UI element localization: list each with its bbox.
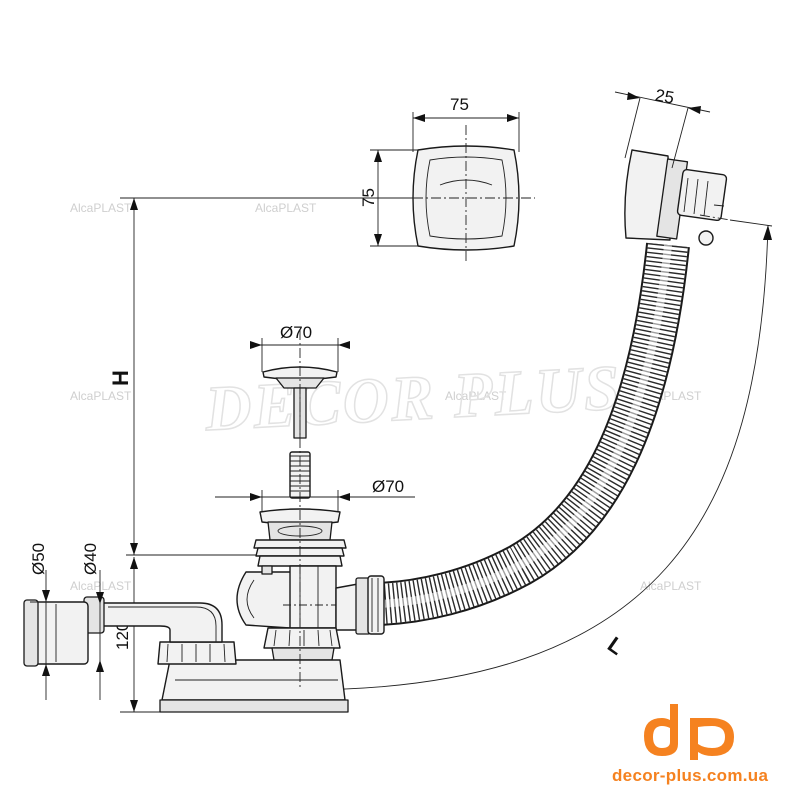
- brand-watermark: AlcaPLAST: [70, 579, 132, 593]
- overflow-depth-dimension: 25: [614, 86, 711, 169]
- brand-watermark: AlcaPLAST: [255, 201, 317, 215]
- plug-diameter-dimension: Ø70: [250, 323, 350, 372]
- overflow-cap-front-view: [395, 125, 535, 262]
- overflow-depth-label: 25: [654, 86, 676, 108]
- decor-plus-watermark: DECOR PLUS: [202, 351, 623, 444]
- height-dimension: H: [108, 197, 420, 556]
- website-url: decor-plus.com.ua: [612, 766, 769, 785]
- height-label: H: [108, 370, 133, 386]
- outlet-inner-diameter-label: Ø40: [81, 543, 100, 575]
- corrugated-hose: [378, 242, 690, 626]
- trap-height-dimension: 120: [113, 557, 165, 713]
- drain-body-trap: [23, 508, 385, 713]
- cap-height-label: 75: [359, 188, 378, 207]
- cap-width-dimension: 75: [412, 95, 520, 152]
- brand-watermark: AlcaPLAST: [445, 389, 507, 403]
- brand-watermark: AlcaPLAST: [640, 579, 702, 593]
- outlet-outer-diameter-dimension: Ø50: [29, 543, 60, 700]
- plug-diameter-label: Ø70: [280, 323, 312, 342]
- length-label: L: [603, 632, 628, 660]
- trap-height-label: 120: [113, 622, 132, 650]
- outlet-inner-diameter-dimension: Ø40: [81, 543, 104, 700]
- cap-width-label: 75: [450, 95, 469, 114]
- brand-watermark: AlcaPLAST: [70, 201, 132, 215]
- drain-diameter-label: Ø70: [372, 477, 404, 496]
- overflow-head-side-view: [624, 149, 731, 246]
- brand-watermark: AlcaPLAST: [70, 389, 132, 403]
- cap-height-dimension: 75: [359, 149, 418, 247]
- drain-diameter-dimension: Ø70: [215, 477, 415, 512]
- decor-plus-logo: [644, 704, 734, 760]
- outlet-outer-diameter-label: Ø50: [29, 543, 48, 575]
